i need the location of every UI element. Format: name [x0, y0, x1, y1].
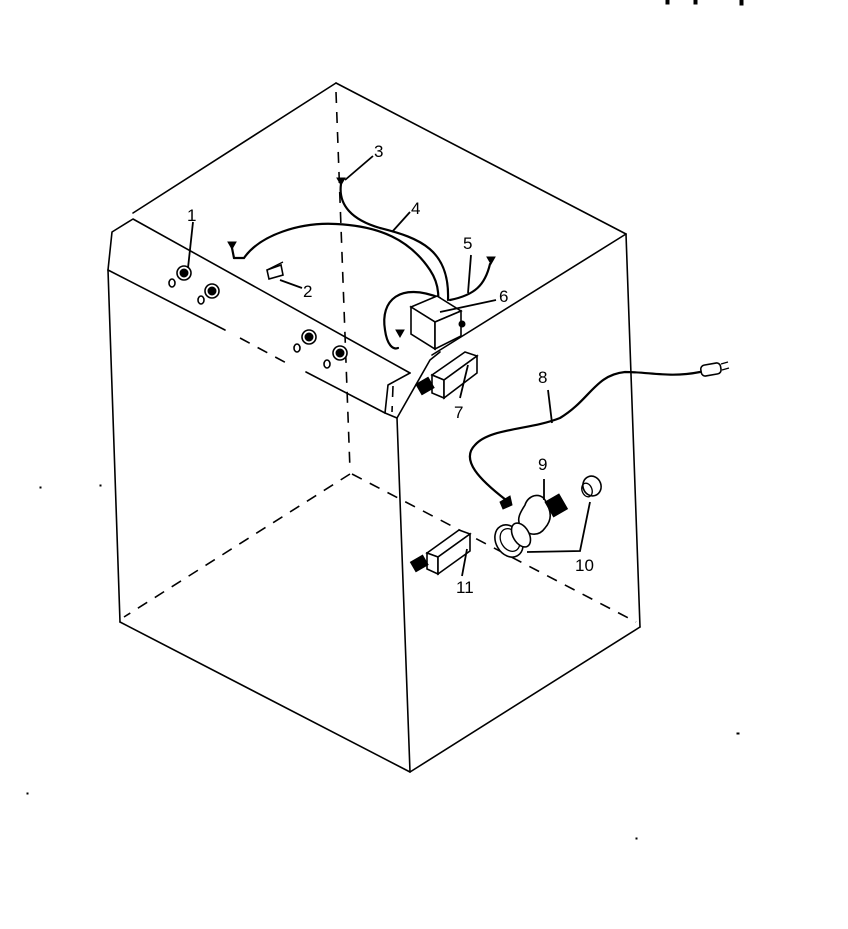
part-11-switch — [409, 529, 472, 576]
part-4-wire-harness — [227, 182, 496, 350]
part-2-clip — [266, 261, 284, 281]
part-1-control-nuts — [168, 265, 348, 369]
nut-icon — [168, 265, 192, 288]
top-crop-marks — [665, 0, 744, 6]
part-9-bulb — [517, 493, 569, 535]
callout-10: 10 — [575, 556, 594, 575]
plug-icon — [699, 361, 730, 377]
nut-icon — [323, 345, 348, 369]
hidden-edges — [123, 91, 637, 623]
callout-8: 8 — [538, 368, 547, 387]
part-6-relay-box — [409, 295, 466, 351]
control-panel — [107, 218, 441, 419]
callout-1: 1 — [187, 206, 196, 225]
callout-4: 4 — [411, 199, 420, 218]
part-7-switch — [415, 351, 479, 400]
cabinet-outline — [107, 82, 641, 773]
callout-7: 7 — [454, 403, 463, 422]
callout-5: 5 — [463, 234, 472, 253]
part-8-power-cord — [468, 361, 730, 510]
callout-labels: 1 2 3 4 5 6 7 8 9 10 11 — [187, 142, 594, 597]
leader-lines — [187, 155, 591, 577]
callout-6: 6 — [499, 287, 508, 306]
callout-11: 11 — [456, 578, 474, 597]
nut-icon — [293, 329, 317, 353]
stray-specks — [26, 484, 740, 840]
callout-2: 2 — [303, 282, 312, 301]
callout-9: 9 — [538, 455, 547, 474]
part-10-lamp-assembly — [494, 475, 602, 558]
part-3-screw — [336, 177, 346, 187]
callout-3: 3 — [374, 142, 383, 161]
nut-icon — [197, 283, 220, 305]
